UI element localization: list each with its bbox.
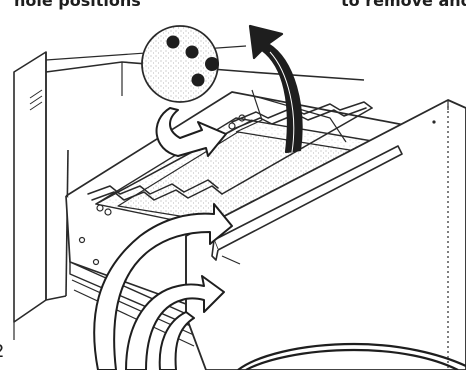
hole-magnifier-icon bbox=[142, 26, 219, 102]
range-cabinet bbox=[14, 52, 66, 340]
